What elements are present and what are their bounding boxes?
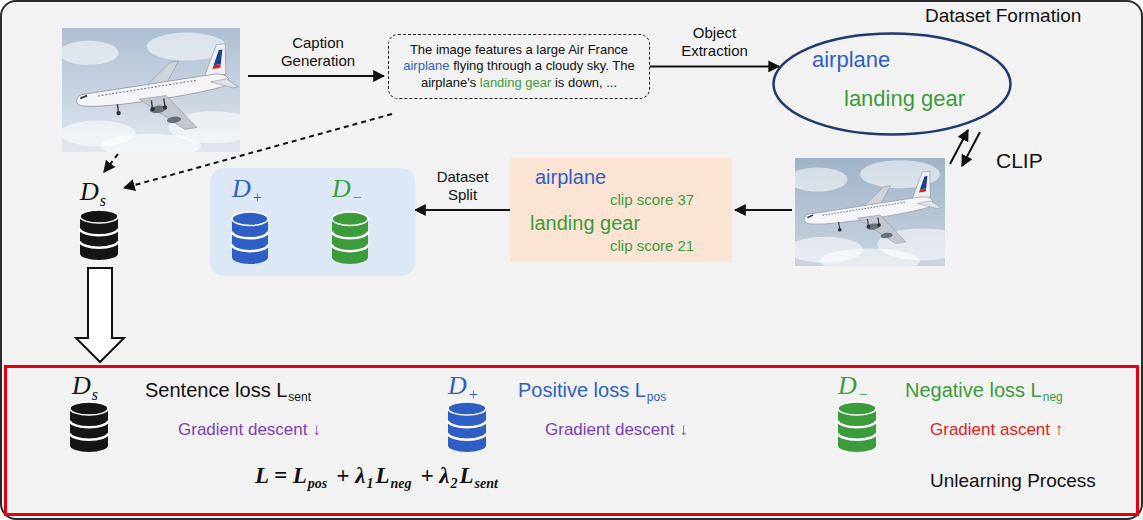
loss-name: Positive loss L: [518, 378, 646, 402]
text-holder: Caption Generation: [268, 34, 368, 70]
dataset-symbol: D: [232, 173, 251, 204]
subscript: neg: [390, 476, 411, 493]
clip-arrow: [962, 132, 980, 166]
arrow: [735, 209, 792, 211]
update-rule: Gradient descent ↓: [178, 420, 321, 440]
text-holder: airplane: [812, 47, 890, 73]
text-holder: D+: [232, 173, 263, 204]
text-holder: L = Lpos+ λ1Lneg+ λ2Lsent: [255, 462, 498, 490]
airplane-drawing: [800, 170, 945, 255]
text-holder: Negative loss Lneg: [905, 378, 1063, 402]
text-holder: Positive loss Lpos: [518, 378, 666, 402]
database-icon: [70, 402, 108, 452]
text-holder: Dataset Formation: [925, 5, 1081, 28]
database-icon: [80, 210, 118, 260]
model-label: CLIP: [996, 148, 1043, 173]
subscript: −: [352, 188, 363, 207]
clip-score: clip score 21: [610, 237, 694, 255]
object-word: airplane: [535, 165, 606, 189]
step-label: Dataset Split: [437, 168, 489, 203]
text-holder: D+: [448, 370, 479, 401]
caption-box: The image features a large Air France ai…: [388, 34, 650, 99]
subscript: 2: [451, 476, 458, 493]
loss-formula: + λ: [420, 462, 449, 490]
loss-formula: L = L: [255, 462, 307, 490]
subscript: sent: [288, 390, 311, 404]
dataset-symbol: D: [332, 173, 351, 204]
subscript: pos: [647, 390, 666, 404]
connector-arrow: [650, 65, 779, 67]
text-holder: Sentence loss Lsent: [145, 378, 311, 402]
text-holder: Gradient ascent ↑: [930, 420, 1063, 440]
text-holder: D−: [332, 173, 363, 204]
split-box: D+D−: [210, 168, 415, 276]
subscript: +: [468, 385, 479, 404]
text-holder: CLIP: [996, 148, 1043, 173]
loss-name: Sentence loss L: [145, 378, 287, 402]
text-holder: Unlearning Process: [930, 470, 1096, 493]
photo: [62, 28, 240, 152]
score-box: airplaneclip score 37 landing gear clip sc…: [510, 158, 732, 262]
subscript: 1: [366, 476, 373, 493]
step-label: Caption Generation: [281, 34, 355, 69]
update-rule: Gradient ascent ↑: [930, 420, 1063, 440]
caption-segment: landing gear: [480, 75, 552, 90]
dataset-symbol: D: [838, 370, 857, 401]
subscript: +: [252, 188, 263, 207]
text-holder: clip score 21: [610, 237, 694, 255]
subscript: s: [100, 191, 106, 210]
text-holder: Ds: [80, 176, 106, 207]
unlearning-box: DsSentence loss LsentGradient descent ↓D…: [4, 365, 1139, 516]
loss-name: Negative loss L: [905, 378, 1042, 402]
text-holder: D−: [838, 370, 869, 401]
connector-arrow: [415, 209, 510, 211]
object-word: landing gear: [530, 211, 640, 235]
object-word: landing gear: [844, 86, 965, 112]
loss-formula: L: [375, 462, 389, 490]
photo: [795, 158, 945, 266]
text-holder: landing gear: [844, 86, 965, 112]
hollow-arrow: [76, 268, 124, 362]
panel-title: Dataset Formation: [925, 5, 1081, 28]
caption-segment: airplane: [403, 58, 449, 73]
caption-text: The image features a large Air France ai…: [399, 42, 639, 91]
caption-segment: The image features a large Air France: [410, 42, 628, 57]
text-holder: Dataset Split: [423, 168, 503, 204]
subscript: pos: [308, 476, 327, 493]
database-icon: [332, 212, 368, 264]
text-holder: Gradient descent ↓: [545, 420, 688, 440]
ellipse-outline: [774, 34, 1011, 135]
object-ellipse: airplane landing gear: [772, 32, 1012, 136]
database-icon: [448, 402, 486, 452]
step-label: Object Extraction: [681, 24, 748, 59]
loss-formula: L: [460, 462, 474, 490]
text-holder: airplane: [535, 165, 606, 189]
text-holder: Gradient descent ↓: [178, 420, 321, 440]
text-holder: Ds: [72, 370, 98, 401]
update-rule: Gradient descent ↓: [545, 420, 688, 440]
dataset-symbol: D: [448, 370, 467, 401]
text-holder: Object Extraction: [665, 24, 765, 60]
airplane-drawing: [72, 43, 240, 144]
subscript: neg: [1043, 390, 1063, 404]
caption-segment: is down, ...: [551, 75, 617, 90]
dashed-arrow: [104, 154, 118, 172]
loss-formula: + λ: [336, 462, 365, 490]
dataset-symbol: D: [80, 176, 99, 207]
database-icon: [232, 212, 268, 264]
subscript: sent: [475, 476, 498, 493]
section-title: Unlearning Process: [930, 470, 1096, 493]
subscript: s: [92, 385, 98, 404]
clip-score: clip score 37: [610, 191, 694, 209]
database-icon: [838, 402, 876, 452]
text-holder: clip score 37: [610, 191, 694, 209]
text-holder: landing gear: [530, 211, 640, 235]
arrow: [248, 75, 384, 77]
dataset-symbol: D: [72, 370, 91, 401]
subscript: −: [858, 385, 869, 404]
object-word: airplane: [812, 47, 890, 73]
